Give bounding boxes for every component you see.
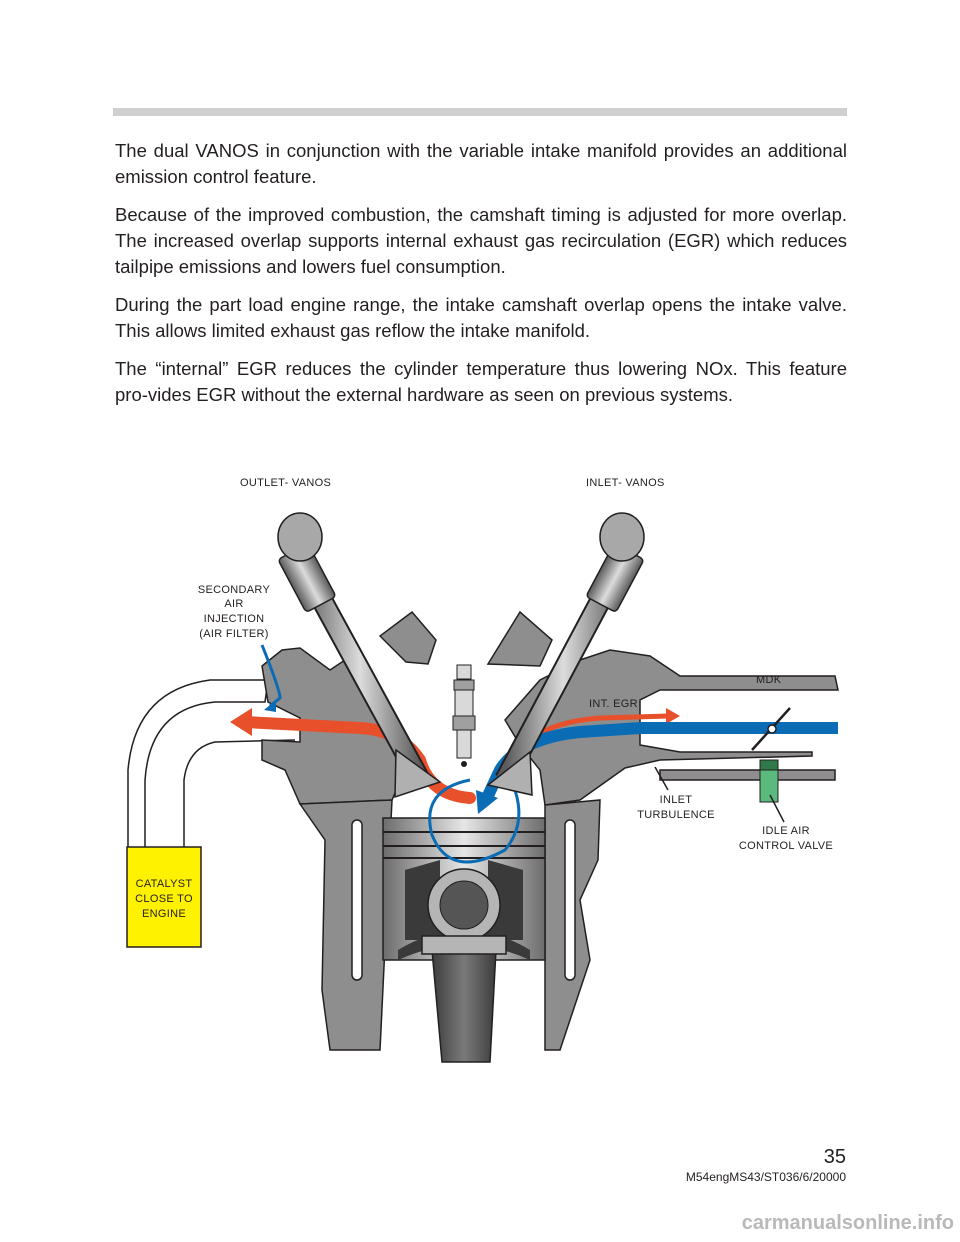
inlet-turbulence-label-1: INLET — [660, 794, 693, 806]
secondary-air-label-4: (AIR FILTER) — [199, 628, 268, 640]
paragraph-2: Because of the improved combustion, the … — [115, 204, 847, 277]
catalyst-box — [126, 846, 202, 948]
header-rule — [113, 108, 847, 116]
spark-plug — [452, 664, 476, 767]
paragraph-1: The dual VANOS in conjunction with the v… — [115, 140, 847, 187]
intake-valve — [486, 512, 645, 796]
body-text: The dual VANOS in conjunction with the v… — [115, 138, 847, 420]
catalyst-label-2: CLOSE TO — [135, 893, 193, 905]
inlet-turbulence-label-2: TURBULENCE — [637, 809, 715, 821]
secondary-air-label-3: INJECTION — [204, 613, 265, 625]
paragraph-3: During the part load engine range, the i… — [115, 294, 847, 341]
document-id: M54engMS43/ST036/6/20000 — [685, 1170, 846, 1184]
connecting-rod — [431, 949, 497, 1063]
secondary-air-arrow — [260, 644, 282, 708]
catalyst-label-3: ENGINE — [142, 908, 186, 920]
inlet-vanos-label: INLET- VANOS — [586, 477, 665, 489]
int-egr-label: INT. EGR — [589, 698, 638, 710]
watermark: carmanualsonline.info — [741, 1212, 954, 1234]
outlet-vanos-label: OUTLET- VANOS — [240, 477, 331, 489]
engine-diagram: CATALYST CLOSE TO ENGINE OUTLET- VANOS I… — [126, 477, 839, 1063]
secondary-air-label-2: AIR — [224, 598, 243, 610]
paragraph-4: The “internal” EGR reduces the cylinder … — [115, 358, 847, 405]
swirl-arrow — [428, 777, 521, 864]
idle-air-label-1: IDLE AIR — [762, 825, 810, 837]
idle-air-valve — [759, 767, 779, 803]
idle-air-label-2: CONTROL VALVE — [739, 840, 833, 852]
secondary-air-label-1: SECONDARY — [198, 584, 271, 596]
cylinder-wall-left — [298, 799, 393, 1051]
page-number: 35 — [823, 1146, 846, 1168]
catalyst-label-1: CATALYST — [136, 878, 193, 890]
mdk-label: MDK — [756, 674, 782, 686]
exhaust-valve — [277, 512, 442, 799]
